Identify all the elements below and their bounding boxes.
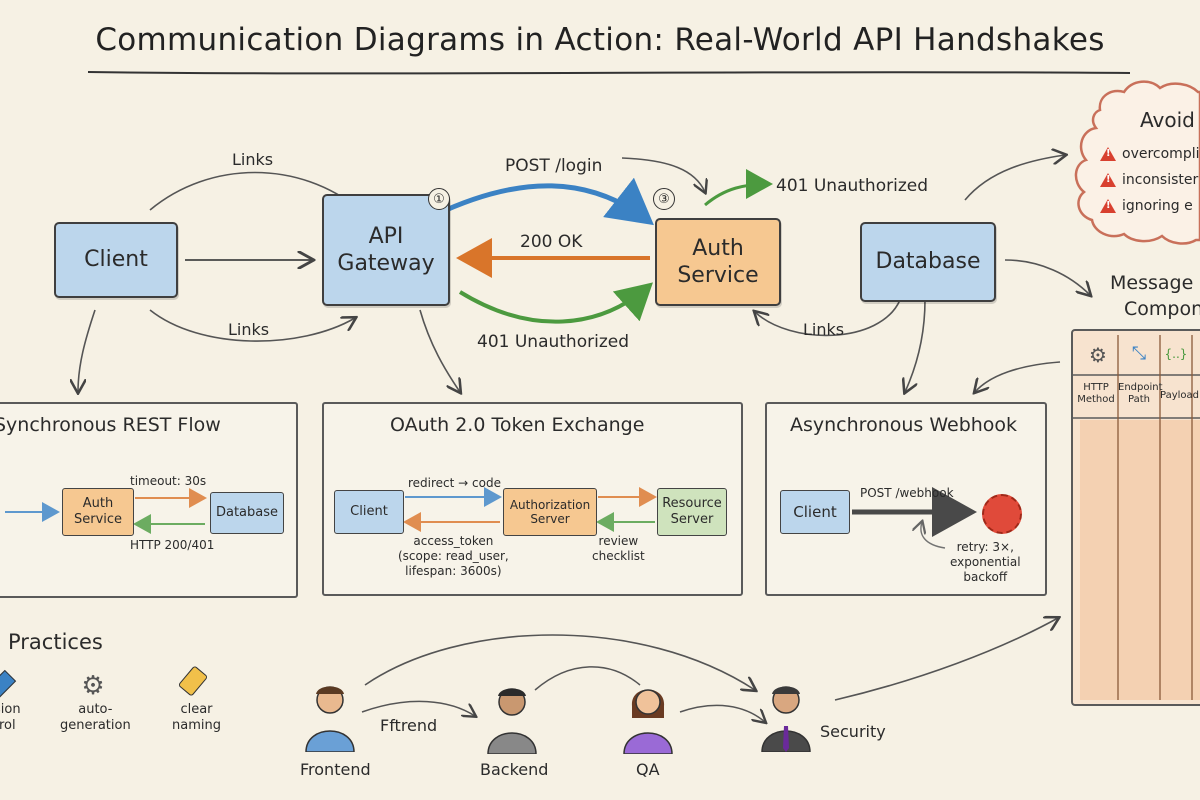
frontend-label: Frontend (300, 760, 371, 779)
practices-title: Practices (8, 630, 103, 654)
sync-http-label: HTTP 200/401 (130, 538, 215, 552)
between-label: Fftrend (380, 716, 438, 735)
oauth-review-label: review checklist (592, 534, 645, 563)
webhook-post-label: POST /webhook (860, 486, 954, 500)
arrow-post-login (433, 177, 654, 226)
auth-service-node[interactable]: Auth Service (655, 218, 781, 306)
message-title-line2: Compon (1124, 298, 1200, 320)
backend-label: Backend (480, 760, 549, 779)
arrow-links-right (755, 299, 901, 337)
arrow-client-down (78, 309, 96, 392)
sync-database[interactable]: Database (210, 492, 284, 534)
qa-person-icon (623, 689, 673, 754)
arrow-db-message (1004, 259, 1090, 295)
client-node-label: Client (84, 247, 148, 273)
step-3-marker: ③ (653, 188, 675, 210)
security-person-icon (761, 686, 811, 752)
practice-label: clear naming (172, 702, 221, 734)
arrow-message-left (975, 361, 1061, 392)
database-label: Database (875, 249, 981, 275)
step-1-marker: ① (428, 188, 450, 210)
sync-timeout-label: timeout: 30s (130, 474, 207, 488)
qa-label: QA (636, 760, 660, 779)
post-login-label: POST /login (505, 156, 603, 176)
column-header-payload: Payload (1160, 390, 1199, 401)
arrow-login-curve (621, 157, 705, 192)
json-braces-icon: {..} (1164, 347, 1188, 361)
message-panel-fill (1080, 420, 1200, 700)
warning-icon (1100, 173, 1116, 187)
arrow-db-pitfalls (964, 155, 1065, 201)
oauth-resource-server[interactable]: Resource Server (657, 488, 727, 536)
arrows-icon: ⤡ (1131, 343, 1147, 364)
ok-200-label: 200 OK (520, 232, 583, 252)
arrow-401-bottom (458, 282, 653, 324)
frontend-person-icon (305, 686, 355, 752)
pitfall-item: ignoring e (1100, 198, 1193, 214)
arrow-links-bottom (149, 309, 355, 342)
arrow-gateway-down (419, 309, 460, 392)
security-label: Security (820, 722, 886, 741)
database-node[interactable]: Database (860, 222, 996, 302)
pitfalls-cloud (1074, 80, 1200, 245)
api-gateway-node[interactable]: API Gateway (322, 194, 450, 306)
arrow-people-top (364, 634, 755, 690)
gear-icon: ⚙ (1089, 343, 1107, 367)
warning-icon (1100, 199, 1116, 213)
links-bottom-left-label: Links (228, 320, 270, 339)
arrow-frontend-backend (361, 700, 475, 716)
client-node[interactable]: Client (54, 222, 178, 298)
webhook-retry-label: retry: 3×, exponential backoff (950, 540, 1021, 584)
arrow-security-message (834, 618, 1058, 701)
column-header-method: HTTP Method (1077, 382, 1115, 405)
oauth-authorization-server[interactable]: Authorization Server (503, 488, 597, 536)
webhook-arrow-retry (921, 522, 946, 549)
pitfalls-title: Avoid Pit (1140, 108, 1200, 132)
sync-auth-service[interactable]: Auth Service (62, 488, 134, 536)
column-header-endpoint: Endpoint Path (1118, 382, 1163, 405)
unauth-bottom-label: 401 Unauthorized (477, 332, 629, 352)
webhook-endpoint-gear-icon (982, 494, 1022, 534)
arrow-db-down (905, 299, 926, 392)
oauth-redirect-label: redirect → code (408, 476, 501, 490)
sync-panel-title: Synchronous REST Flow (0, 414, 221, 436)
pitfall-item: overcompli (1100, 146, 1199, 162)
api-gateway-label: API Gateway (337, 223, 435, 277)
arrow-qa-security (679, 704, 765, 722)
oauth-access-token-label: access_token (scope: read_user, lifespan… (398, 534, 509, 578)
practice-label: auto- generation (60, 702, 131, 734)
title-underline (87, 71, 1131, 75)
message-title-line1: Message (1110, 272, 1194, 294)
links-top-label: Links (232, 150, 274, 169)
oauth-client[interactable]: Client (334, 490, 404, 534)
arrow-backend-qa (534, 666, 641, 691)
backend-person-icon (487, 688, 537, 754)
pitfall-item: inconsister (1100, 172, 1198, 188)
gear-icon: ⚙ (81, 671, 105, 701)
arrow-links-top (149, 171, 360, 211)
webhook-client[interactable]: Client (780, 490, 850, 534)
auth-service-label: Auth Service (677, 235, 759, 289)
oauth-panel-title: OAuth 2.0 Token Exchange (390, 414, 645, 436)
page-title: Communication Diagrams in Action: Real-W… (95, 22, 1105, 58)
links-bottom-right-label: Links (803, 320, 845, 339)
webhook-panel-title: Asynchronous Webhook (790, 414, 1018, 436)
warning-icon (1100, 147, 1116, 161)
arrow-401-top (704, 169, 773, 207)
unauth-top-label: 401 Unauthorized (776, 176, 928, 196)
